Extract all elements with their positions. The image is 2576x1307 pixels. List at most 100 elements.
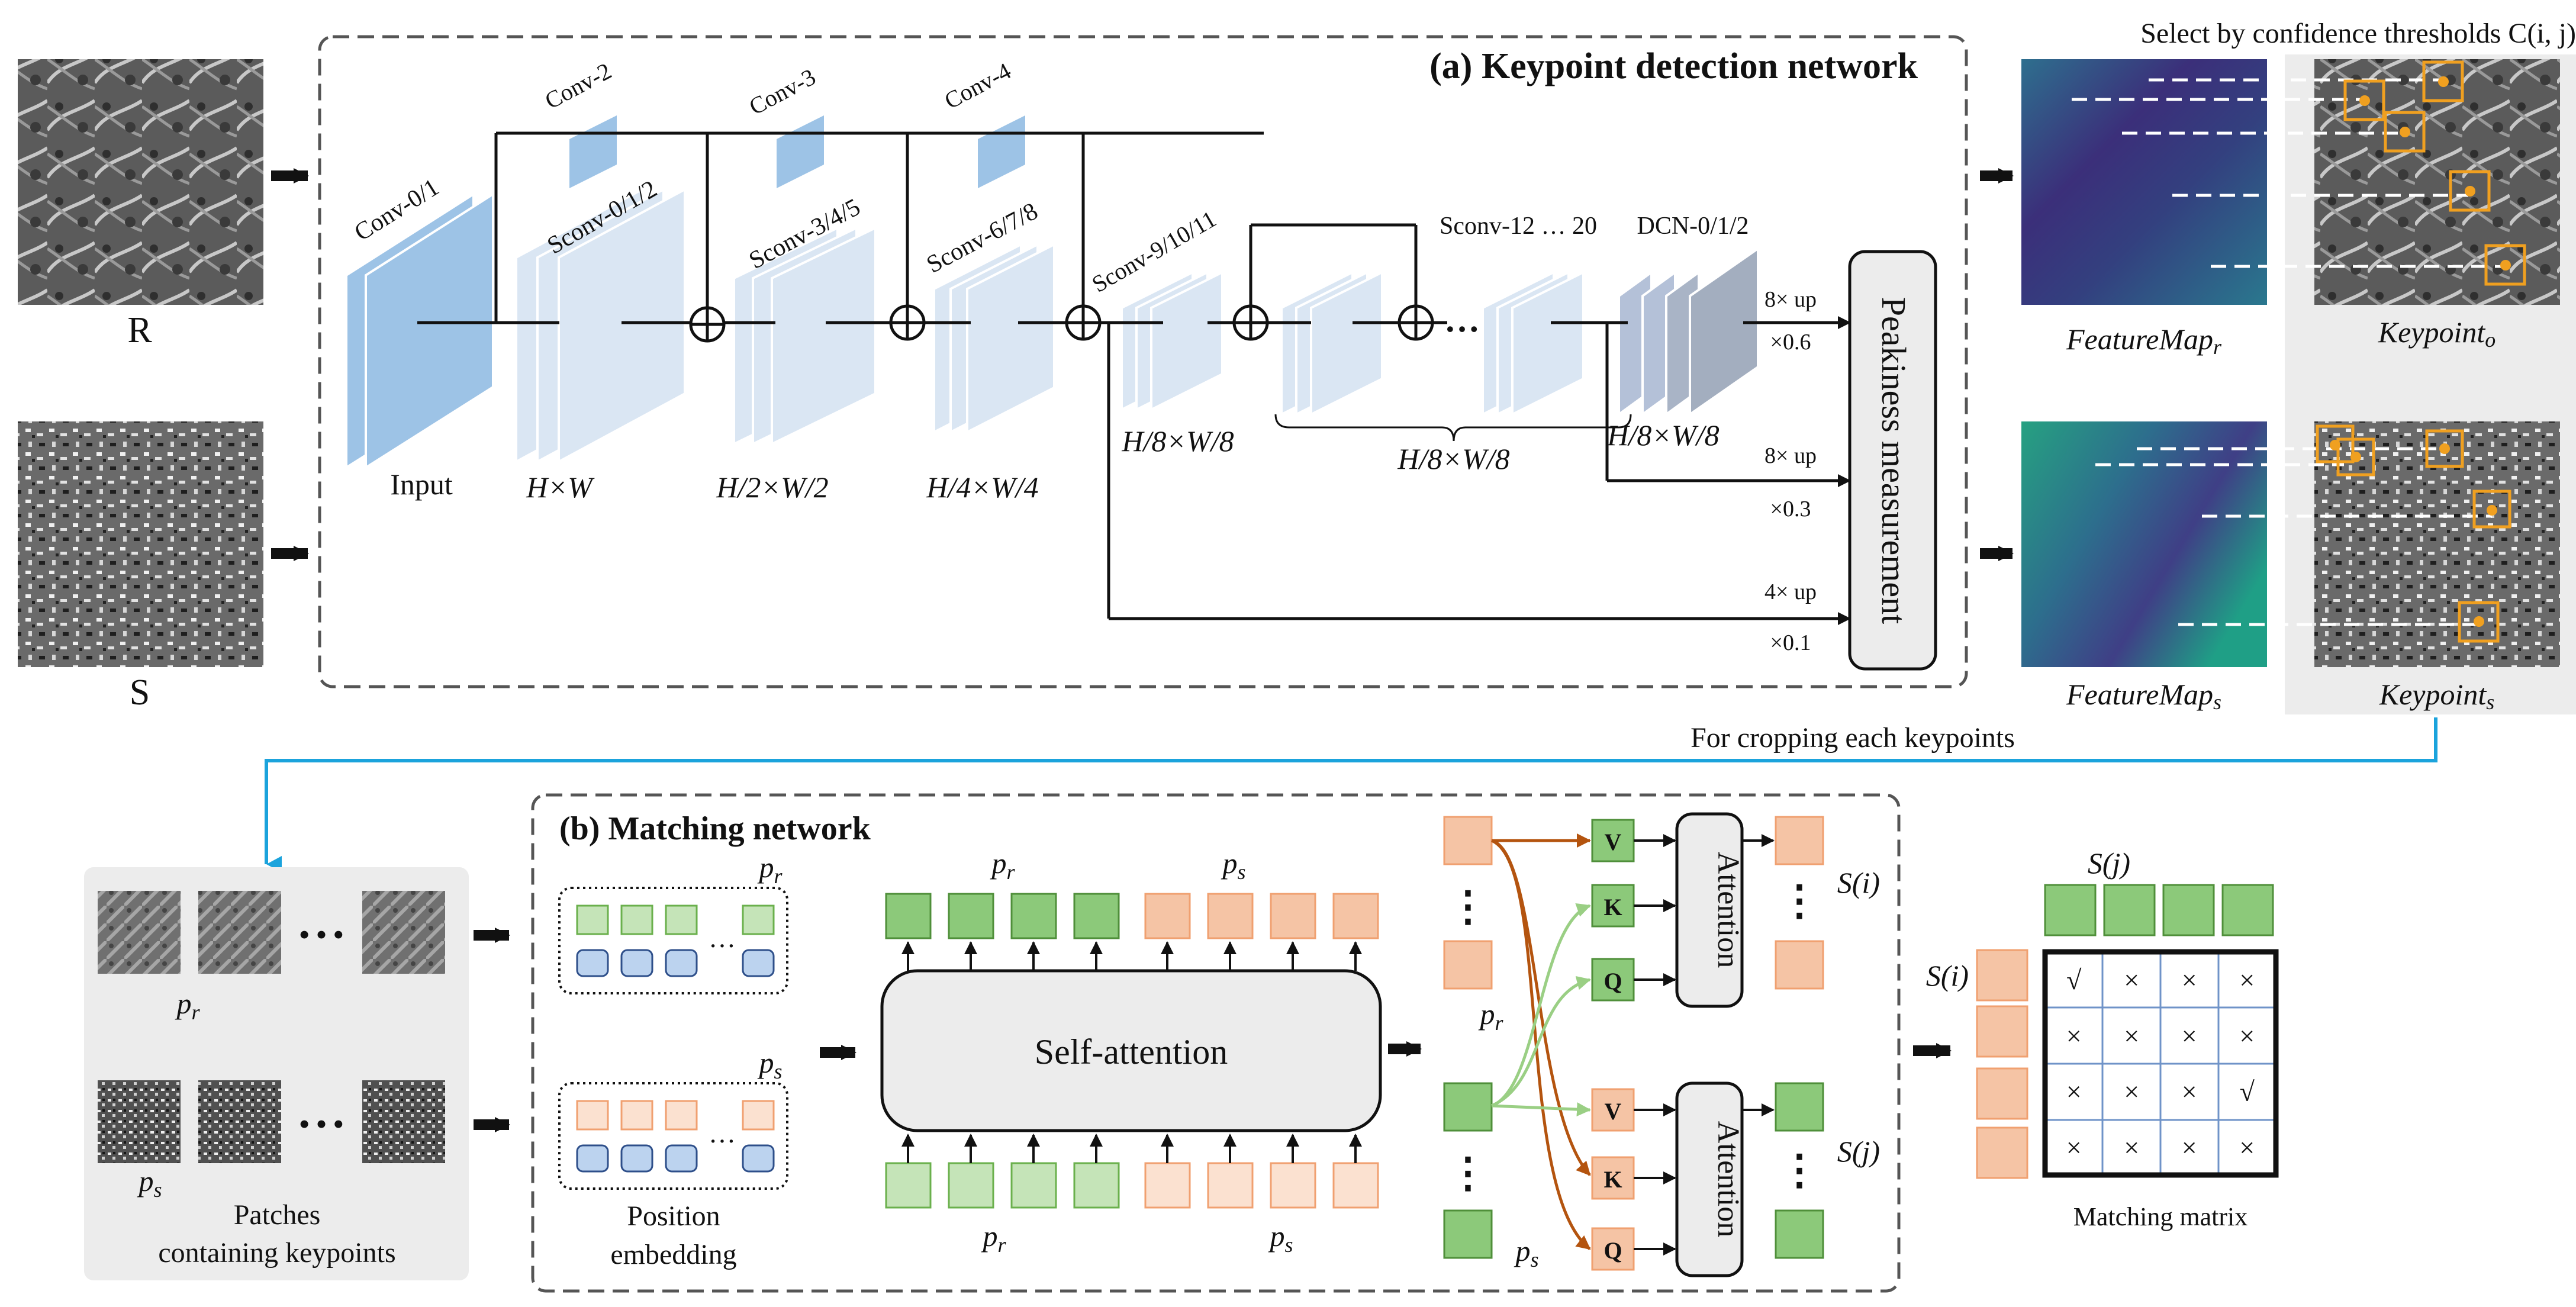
select-threshold-label: Select by confidence thresholds C(i, j)	[2140, 18, 2576, 49]
matrix-sj-tokens	[2044, 884, 2274, 936]
position-embedding-line2: embedding	[610, 1239, 736, 1270]
sum-node-3	[1065, 304, 1102, 341]
size-h4w4: H/4×W/4	[926, 471, 1038, 504]
sa-input-ps-label: ps	[1268, 1219, 1293, 1257]
cross-token-r-top	[1443, 816, 1493, 865]
weight-label-3: ×0.1	[1770, 630, 1811, 655]
cross-ps-label: ps	[1514, 1234, 1538, 1271]
size-h2w2: H/2×W/2	[716, 471, 828, 504]
embedding-box-r	[558, 887, 788, 994]
sum-node-2	[889, 304, 926, 341]
patch-s-2	[198, 1080, 281, 1163]
sum-node-5	[1398, 304, 1434, 341]
lower-k-label: K	[1603, 1166, 1622, 1193]
matrix-cell: ×	[2124, 965, 2139, 995]
detection-title: (a) Keypoint detection network	[1429, 46, 1918, 86]
conv4-label: Conv-4	[940, 57, 1015, 114]
matrix-cell: ×	[2066, 1132, 2082, 1163]
lower-v-label: V	[1605, 1098, 1622, 1125]
conv2-block	[569, 115, 617, 188]
attention-block-upper	[1675, 812, 1744, 1008]
upper-v-label: V	[1605, 829, 1622, 855]
matching-title: (b) Matching network	[559, 810, 871, 847]
patch-s-label: ps	[137, 1164, 162, 1202]
si-token-dots: ⋮	[1779, 878, 1820, 924]
si-token-top	[1775, 816, 1824, 865]
position-embedding-line1: Position	[627, 1200, 720, 1232]
input-label: Input	[390, 468, 453, 501]
patch-r-3	[362, 891, 445, 974]
keypoint-boxes-s	[2316, 424, 2511, 643]
green-attention-arrows	[1491, 903, 1591, 1117]
peakiness-label: Peakiness measurement	[1875, 297, 1913, 624]
si-token-bottom	[1775, 940, 1824, 990]
patches-caption-line2: containing keypoints	[158, 1237, 395, 1269]
matrix-si-tokens	[1976, 949, 2028, 1179]
vkq-to-attention	[1634, 834, 1676, 1256]
matrix-cell: ×	[2182, 1132, 2197, 1163]
cross-token-r-dots: ⋮	[1447, 884, 1489, 930]
matrix-cell: ×	[2239, 1132, 2255, 1163]
self-attention-outputs	[885, 893, 1379, 939]
cross-token-r-bottom	[1443, 940, 1493, 990]
sa-input-pr-label: pr	[981, 1219, 1006, 1257]
conv3-block	[777, 115, 824, 188]
patch-r-label: pr	[175, 987, 200, 1024]
matrix-cell: ×	[2124, 1077, 2139, 1107]
lower-q-label: Q	[1603, 1237, 1622, 1264]
reference-label: R	[127, 310, 152, 350]
sconv345-block	[733, 226, 877, 446]
matrix-cell: ×	[2239, 965, 2255, 995]
sj-token-dots: ⋮	[1779, 1148, 1820, 1193]
cross-token-s-top	[1443, 1082, 1493, 1132]
self-attention-label: Self-attention	[1035, 1032, 1228, 1071]
upper-q-label: Q	[1603, 968, 1622, 994]
matrix-cell: ×	[2182, 1077, 2197, 1107]
dcn012-block	[1618, 246, 1759, 417]
sconv-brace	[1274, 414, 1632, 442]
detection-panel	[318, 35, 1968, 688]
dcn012-label: DCN-0/1/2	[1637, 213, 1749, 240]
conv3-label: Conv-3	[745, 63, 820, 120]
patch-r-1	[98, 891, 181, 974]
attention-upper-label: Attention	[1711, 852, 1745, 968]
matrix-cell: ×	[2239, 1021, 2255, 1051]
sconv1220-block-b	[1482, 270, 1585, 417]
upper-k-label: K	[1603, 894, 1622, 920]
sj-token-bottom	[1775, 1209, 1824, 1259]
embedding-r-label: pr	[757, 851, 783, 888]
keypoint-s-image	[2314, 421, 2560, 667]
feature-map-s-image	[2021, 421, 2267, 667]
sensed-image	[18, 421, 263, 667]
cross-token-s-dots: ⋮	[1447, 1151, 1489, 1196]
sconv012-block	[515, 187, 686, 464]
weight-label-1: ×0.6	[1770, 330, 1811, 355]
sj-label: S(j)	[1837, 1135, 1880, 1168]
size-hw: H×W	[526, 471, 595, 504]
vkq-upper	[1591, 819, 1635, 1002]
sensed-label: S	[130, 672, 150, 713]
keypoint-dots-o	[2359, 76, 2511, 271]
sconv91011-block	[1120, 270, 1223, 412]
sj-token-top	[1775, 1082, 1824, 1132]
matching-panel	[531, 793, 1901, 1293]
reference-image	[18, 59, 263, 305]
embedding-box-s	[558, 1082, 788, 1190]
attention-lower-label: Attention	[1711, 1121, 1745, 1237]
embedding-tokens-s	[576, 1100, 775, 1173]
self-attention-io-arrows	[901, 941, 1362, 1163]
weight-label-2: ×0.3	[1770, 497, 1811, 521]
keypoint-dots-s	[2330, 440, 2497, 627]
size-h8w8-c: H/8×W/8	[1606, 419, 1719, 452]
conv2-label: Conv-2	[540, 57, 616, 114]
embedding-r-ellipsis: …	[709, 923, 736, 953]
sum-node-4	[1232, 304, 1269, 341]
patch-r-2	[198, 891, 281, 974]
cross-token-s-bottom	[1443, 1209, 1493, 1259]
matrix-cell: ×	[2182, 965, 2197, 995]
threshold-lines	[2072, 78, 2504, 626]
sconv-ellipsis: …	[1444, 300, 1480, 339]
self-attention-block	[880, 969, 1382, 1132]
keypoint-boxes-o	[2343, 60, 2526, 286]
